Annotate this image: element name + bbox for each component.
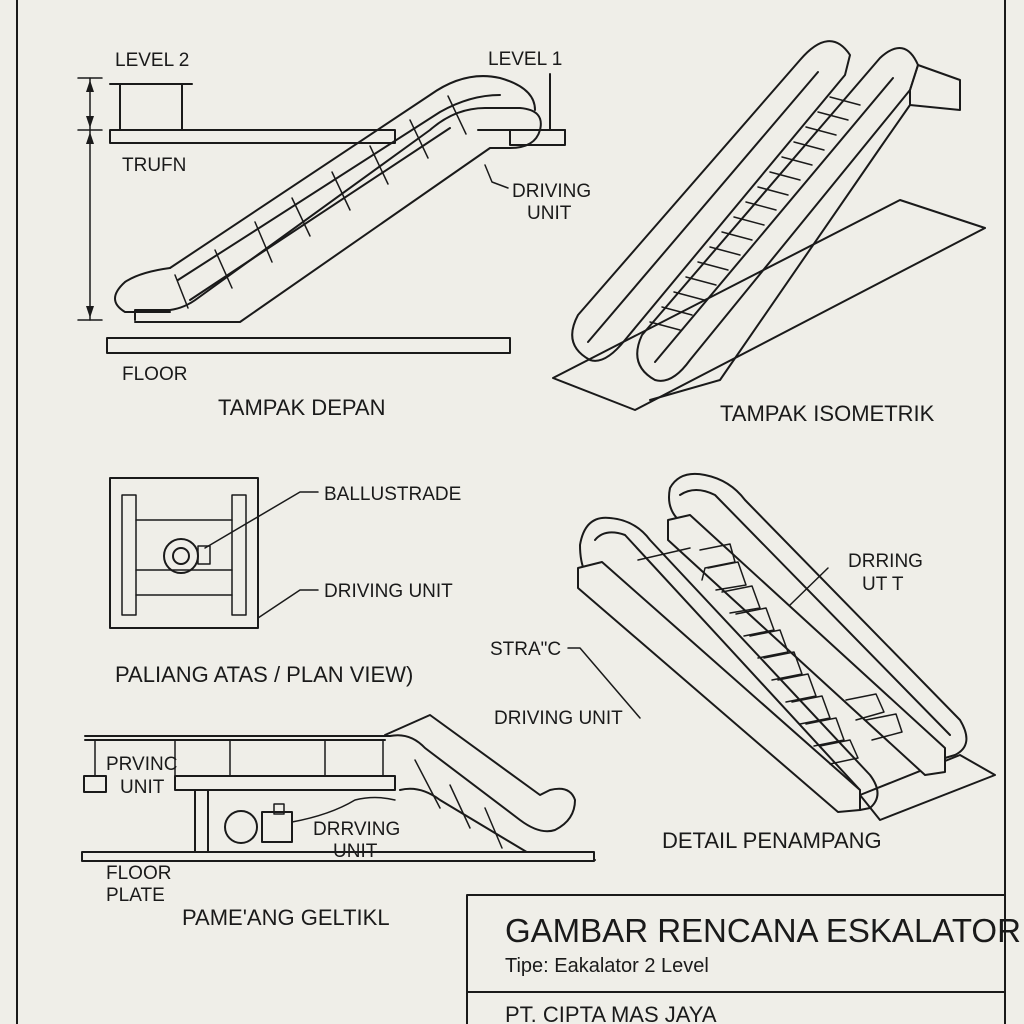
- plan-driving-label: DRIVING UNIT: [324, 581, 453, 602]
- iso-left-balustrade: [571, 40, 851, 362]
- upper-railing: [109, 83, 193, 131]
- plan-view: BALLUSTRADE DRIVING UNIT PALIANG ATAS / …: [109, 477, 461, 687]
- isometric-caption: TAMPAK ISOMETRIK: [720, 401, 935, 426]
- section-motor: [261, 811, 293, 843]
- detail-steps: [699, 543, 903, 765]
- upper-floor-slab: [109, 129, 396, 144]
- level1-label: LEVEL 1: [488, 49, 562, 70]
- dimension-line: [77, 77, 103, 321]
- prvinc-label-2: UNIT: [120, 777, 165, 798]
- section-view-caption: PAME'ANG GELTIKL: [182, 905, 390, 930]
- front-view: LEVEL 2 LEVEL 1 TRUFN DRIVING UNIT FLOOR…: [77, 49, 591, 420]
- detail-driving-label: DRIVING UNIT: [494, 708, 623, 729]
- section-view: PRVINC UNIT DRRVING UNIT FLOOR PLATE PAM…: [81, 714, 596, 930]
- detail-drring-label-1: DRRING: [848, 551, 923, 572]
- floor-plate-label-1: FLOOR: [106, 863, 171, 884]
- level2-label: LEVEL 2: [115, 50, 189, 71]
- ballustrade-leader: [204, 491, 319, 549]
- floor-label: FLOOR: [122, 364, 187, 385]
- iso-floor-plate: [552, 199, 986, 411]
- section-drive-wheel: [224, 810, 258, 844]
- detail-right-balustrade: [668, 472, 968, 759]
- iso-steps: [649, 96, 861, 331]
- detail-view-caption: DETAIL PENAMPANG: [662, 828, 882, 853]
- level1-landing: [477, 73, 566, 146]
- detail-view: DRRING UT T STRA"C DRIVING UNIT DETAIL P…: [490, 472, 996, 853]
- section-prvinc-box: [83, 775, 107, 793]
- iso-right-balustrade: [636, 47, 919, 382]
- section-drrving-label-2: UNIT: [333, 841, 378, 862]
- floor-plate-label-2: PLATE: [106, 885, 165, 906]
- title-block: GAMBAR RENCANA ESKALATOR Tipe: Eakalator…: [466, 894, 1021, 1024]
- isometric-view: TAMPAK ISOMETRIK: [552, 40, 986, 426]
- drawing-subtitle: Tipe: Eakalator 2 Level: [505, 955, 709, 977]
- detail-strac-label: STRA"C: [490, 639, 561, 660]
- plan-outline: [109, 477, 259, 629]
- detail-drring-label-2: UT T: [862, 574, 904, 595]
- front-driving-label-1: DRIVING: [512, 181, 591, 202]
- iso-upper-landing: [909, 64, 961, 111]
- plan-driving-leader: [257, 589, 319, 619]
- trufn-label: TRUFN: [122, 155, 186, 176]
- front-view-caption: TAMPAK DEPAN: [218, 395, 385, 420]
- front-driving-leader: [484, 164, 509, 189]
- section-upper-slab: [174, 775, 396, 791]
- detail-left-balustrade: [579, 516, 879, 811]
- section-drrving-label-1: DRRVING: [313, 819, 400, 840]
- detail-strac-leader: [567, 647, 641, 719]
- company-name: PT. CIPTA MAS JAYA: [505, 1002, 717, 1024]
- detail-drring-leader: [789, 567, 829, 606]
- ballustrade-label: BALLUSTRADE: [324, 484, 461, 505]
- drive-motor-icon: [163, 538, 199, 574]
- ground-floor-slab: [106, 337, 511, 354]
- section-floor-plate: [81, 851, 595, 862]
- front-driving-label-2: UNIT: [527, 203, 572, 224]
- plan-view-caption: PALIANG ATAS / PLAN VIEW): [115, 662, 413, 687]
- prvinc-label-1: PRVINC: [106, 754, 177, 775]
- drawing-title: GAMBAR RENCANA ESKALATOR: [505, 912, 1021, 949]
- front-escalator-truss: [114, 75, 542, 323]
